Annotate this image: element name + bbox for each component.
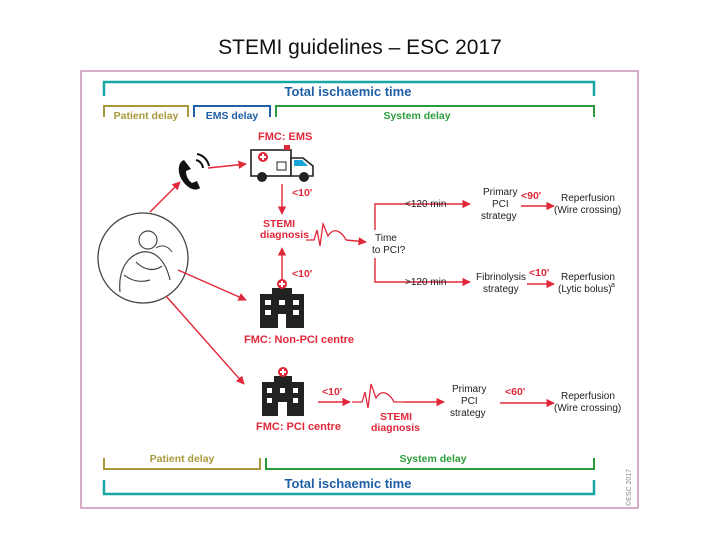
diagram-frame bbox=[80, 70, 639, 509]
primary-pci-1-line1: Primary bbox=[483, 187, 517, 198]
copyright-credit: ©ESC 2017 bbox=[625, 469, 633, 506]
patient-delay-bracket-top bbox=[103, 105, 189, 117]
non-pci-hospital-icon bbox=[260, 279, 304, 328]
stemi-diagnosis-1-label-line1: STEMI bbox=[263, 218, 295, 230]
time-to-wire-90: <90' bbox=[521, 190, 541, 202]
stemi-diagnosis-2-label-line2: diagnosis bbox=[371, 422, 420, 434]
branch-line-down bbox=[374, 258, 471, 287]
slide-title: STEMI guidelines – ESC 2017 bbox=[218, 36, 502, 59]
ecg-trace-2 bbox=[352, 383, 404, 409]
primary-pci-2-line1: Primary bbox=[452, 384, 486, 395]
ecg-trace-1 bbox=[306, 221, 347, 247]
time-to-lytic-10: <10' bbox=[529, 267, 549, 279]
total-time-bracket-bottom bbox=[102, 480, 596, 496]
arrow-patient-to-nonpci bbox=[177, 269, 247, 301]
total-time-label-top: Total ischaemic time bbox=[285, 84, 412, 99]
nonpci-to-diagnosis-time: <10' bbox=[292, 268, 312, 280]
fmc-ems-label: FMC: EMS bbox=[258, 131, 312, 143]
fibrinolysis-line2: strategy bbox=[483, 284, 519, 295]
fibrinolysis-line1: Fibrinolysis bbox=[476, 272, 526, 283]
reperfusion-wire-1-line1: Reperfusion bbox=[561, 193, 615, 204]
time-to-wire-60: <60' bbox=[505, 386, 525, 398]
patient-delay-label-bottom: Patient delay bbox=[150, 453, 215, 465]
gt-120-min-label: >120 min bbox=[405, 277, 446, 288]
arrow-patient-to-pci bbox=[165, 295, 245, 385]
fmc-pci-label: FMC: PCI centre bbox=[256, 421, 341, 433]
reperfusion-lytic-superscript: a bbox=[611, 282, 615, 289]
ems-to-diagnosis-time: <10' bbox=[292, 187, 312, 199]
primary-pci-2-line2: PCI bbox=[461, 396, 478, 407]
reperfusion-lytic-line1: Reperfusion bbox=[561, 272, 615, 283]
reperfusion-wire-2-line1: Reperfusion bbox=[561, 391, 615, 402]
phone-icon bbox=[178, 153, 210, 190]
time-to-pci-line2: to PCI? bbox=[372, 245, 406, 256]
fmc-non-pci-label: FMC: Non-PCI centre bbox=[244, 334, 354, 346]
time-to-pci-line1: Time bbox=[375, 233, 397, 244]
total-time-label-bottom: Total ischaemic time bbox=[285, 476, 412, 491]
system-delay-bracket-top bbox=[275, 105, 595, 117]
branch-line-up bbox=[374, 199, 471, 230]
patient-illustration bbox=[97, 212, 189, 304]
arrow-ecg-to-time bbox=[345, 237, 367, 246]
pci-to-diagnosis-time: <10' bbox=[322, 386, 342, 398]
ambulance-icon bbox=[250, 145, 314, 182]
total-time-bracket-top bbox=[102, 80, 596, 96]
patient-delay-bracket-bottom bbox=[103, 458, 261, 470]
pci-hospital-icon bbox=[262, 367, 304, 416]
arrow-phone-to-ambulance bbox=[207, 160, 247, 169]
primary-pci-1-line3: strategy bbox=[481, 211, 517, 222]
arrow-patient-to-phone bbox=[149, 181, 181, 213]
ems-delay-label: EMS delay bbox=[206, 110, 259, 122]
patient-delay-label-top: Patient delay bbox=[114, 110, 179, 122]
stemi-diagnosis-1-label-line2: diagnosis bbox=[260, 229, 309, 241]
system-delay-bracket-bottom bbox=[265, 458, 595, 470]
lt-120-min-label: <120 min bbox=[405, 199, 446, 210]
ems-delay-bracket bbox=[193, 105, 271, 117]
reperfusion-wire-2-line2: (Wire crossing) bbox=[554, 403, 621, 414]
system-delay-label-bottom: System delay bbox=[399, 453, 466, 465]
primary-pci-2-line3: strategy bbox=[450, 408, 486, 419]
system-delay-label-top: System delay bbox=[383, 110, 450, 122]
primary-pci-1-line2: PCI bbox=[492, 199, 509, 210]
reperfusion-wire-1-line2: (Wire crossing) bbox=[554, 205, 621, 216]
reperfusion-lytic-line2: (Lytic bolus) bbox=[558, 284, 612, 295]
stemi-diagnosis-2-label-line1: STEMI bbox=[380, 411, 412, 423]
